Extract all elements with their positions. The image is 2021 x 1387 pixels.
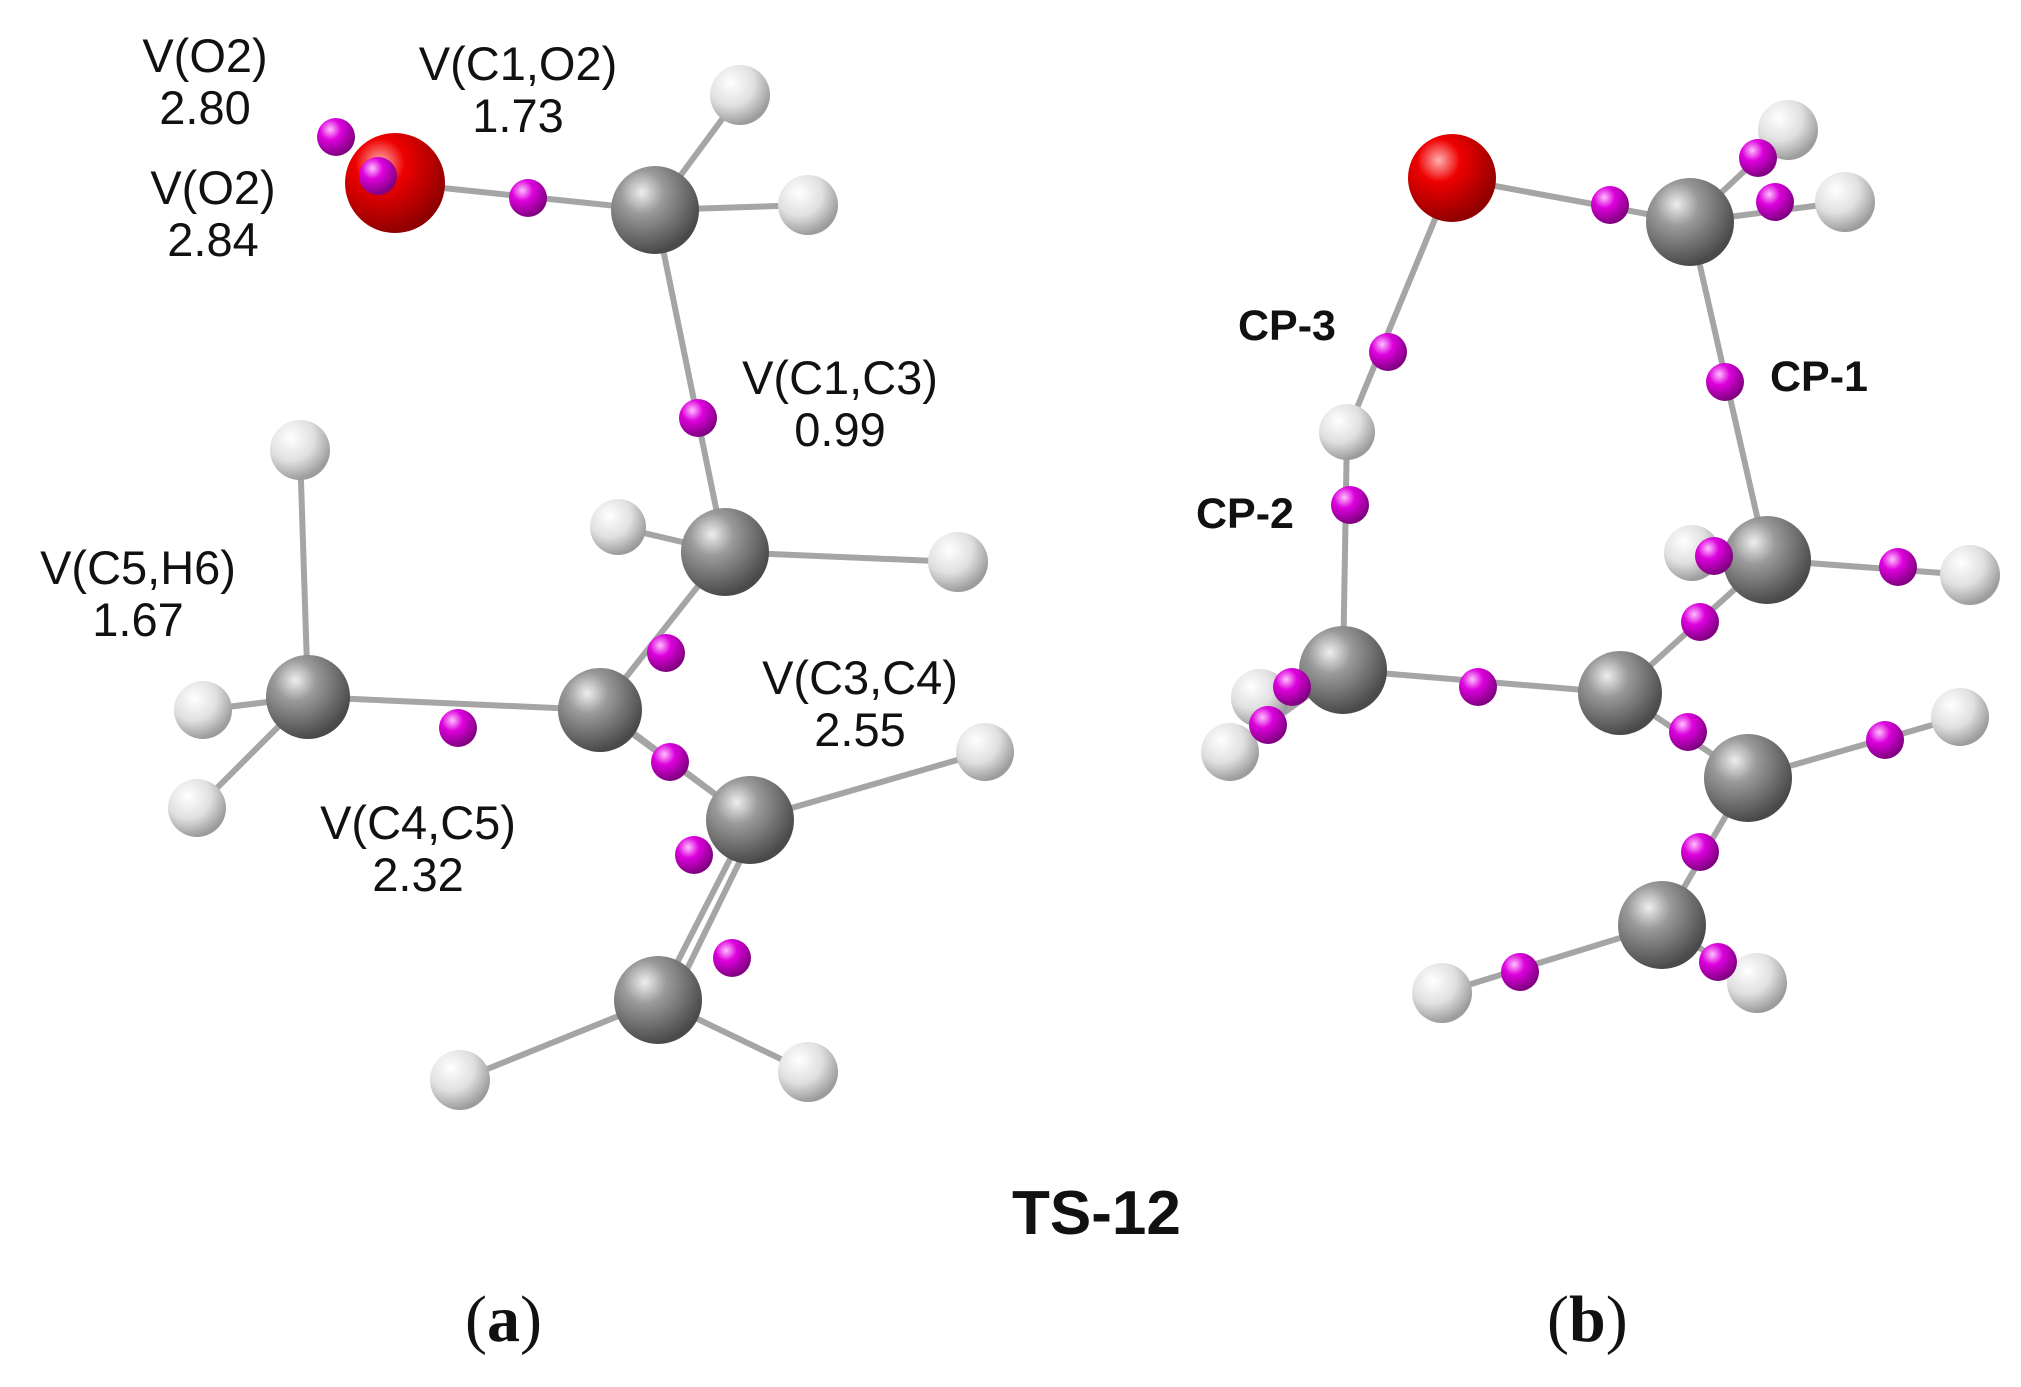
panel-paren-close: ) (519, 1283, 542, 1356)
panel-caption-a: (a) (465, 1282, 542, 1358)
basin-attractor (1681, 603, 1719, 641)
hydrogen-atom (270, 420, 330, 480)
carbon-atom (1646, 178, 1734, 266)
carbon-atom (558, 668, 642, 752)
basin-attractor (439, 709, 477, 747)
basin-label-value: 0.99 (794, 403, 886, 456)
basin-attractor (1739, 139, 1777, 177)
basin-label-name: V(C3,C4) (762, 651, 958, 704)
basin-attractor (1459, 668, 1497, 706)
carbon-atom (1618, 881, 1706, 969)
hydrogen-atom (928, 532, 988, 592)
basin-attractor (679, 399, 717, 437)
basin-attractor (317, 118, 355, 156)
basin-label-v-c1-c3: V(C1,C3) 0.99 (720, 352, 960, 456)
basin-label-value: 2.84 (167, 213, 259, 266)
hydrogen-atom (710, 65, 770, 125)
basin-attractor (647, 634, 685, 672)
basin-attractor (1879, 548, 1917, 586)
basin-label-name: V(C1,O2) (418, 37, 618, 90)
basin-label-value: 2.55 (814, 703, 906, 756)
basin-attractor (1699, 943, 1737, 981)
carbon-atom (706, 776, 794, 864)
atom-layer (168, 65, 2000, 1110)
hydrogen-atom (1931, 688, 1989, 746)
basin-attractor (1273, 668, 1311, 706)
basin-attractor (359, 157, 397, 195)
carbon-atom (1299, 626, 1387, 714)
basin-attractor (1501, 953, 1539, 991)
basin-attractor (509, 179, 547, 217)
basin-attractor (1695, 537, 1733, 575)
panel-letter: a (486, 1283, 520, 1356)
hydrogen-atom (430, 1050, 490, 1110)
basin-label-v-c4-c5: V(C4,C5) 2.32 (298, 797, 538, 901)
hydrogen-atom (168, 779, 226, 837)
hydrogen-atom (956, 723, 1014, 781)
hydrogen-atom (1201, 723, 1259, 781)
basin-attractor (675, 836, 713, 874)
basin-label-value: 1.73 (472, 89, 564, 142)
hydrogen-atom (1727, 953, 1787, 1013)
carbon-atom (681, 508, 769, 596)
basin-label-v-o2-b: V(O2) 2.84 (118, 162, 308, 266)
basin-label-name: V(O2) (150, 161, 276, 214)
basin-attractor (1249, 706, 1287, 744)
hydrogen-atom (174, 681, 232, 739)
cp-label-3: CP-3 (1238, 302, 1336, 350)
basin-label-value: 2.32 (372, 848, 464, 901)
carbon-atom (1578, 651, 1662, 735)
basin-attractor (1681, 833, 1719, 871)
hydrogen-atom (1815, 172, 1875, 232)
oxygen-atom (1408, 134, 1496, 222)
basin-attractor (713, 939, 751, 977)
hydrogen-atom (778, 1042, 838, 1102)
basin-label-v-c5-h6: V(C5,H6) 1.67 (18, 542, 258, 646)
panel-caption-b: (b) (1547, 1282, 1628, 1358)
structure-title: TS-12 (1012, 1179, 1181, 1248)
basin-attractor (1331, 486, 1369, 524)
cp-label-2: CP-2 (1196, 490, 1294, 538)
hydrogen-atom (1758, 100, 1818, 160)
bond (305, 694, 603, 713)
bond (652, 207, 728, 555)
carbon-atom (1704, 734, 1792, 822)
hydrogen-atom (1412, 963, 1472, 1023)
panel-letter: b (1568, 1283, 1606, 1356)
basin-attractor (1756, 183, 1794, 221)
carbon-atom (614, 956, 702, 1044)
basin-attractor (1866, 721, 1904, 759)
basin-attractor (1706, 363, 1744, 401)
basin-label-name: V(C1,C3) (742, 351, 938, 404)
basin-label-name: V(O2) (142, 29, 268, 82)
basin-label-v-c1-o2: V(C1,O2) 1.73 (398, 38, 638, 142)
carbon-atom (266, 655, 350, 739)
cp-label-1: CP-1 (1770, 353, 1868, 401)
basin-attractor (1369, 333, 1407, 371)
basin-attractor (651, 743, 689, 781)
basin-label-name: V(C4,C5) (320, 796, 516, 849)
panel-paren-open: ( (465, 1283, 487, 1356)
carbon-atom (611, 166, 699, 254)
basin-attractor (1591, 186, 1629, 224)
hydrogen-atom (778, 175, 838, 235)
hydrogen-atom (590, 499, 646, 555)
bond (1344, 175, 1455, 435)
hydrogen-atom (1940, 545, 2000, 605)
panel-paren-open: ( (1547, 1283, 1569, 1356)
basin-label-v-c3-c4: V(C3,C4) 2.55 (740, 652, 980, 756)
basin-label-value: 1.67 (92, 593, 184, 646)
hydrogen-atom (1319, 404, 1375, 460)
panel-paren-close: ) (1605, 1283, 1628, 1356)
basin-label-v-o2-a: V(O2) 2.80 (110, 30, 300, 134)
basin-label-value: 2.80 (159, 81, 251, 134)
basin-attractor (1669, 713, 1707, 751)
basin-label-name: V(C5,H6) (40, 541, 236, 594)
carbon-atom (1723, 516, 1811, 604)
